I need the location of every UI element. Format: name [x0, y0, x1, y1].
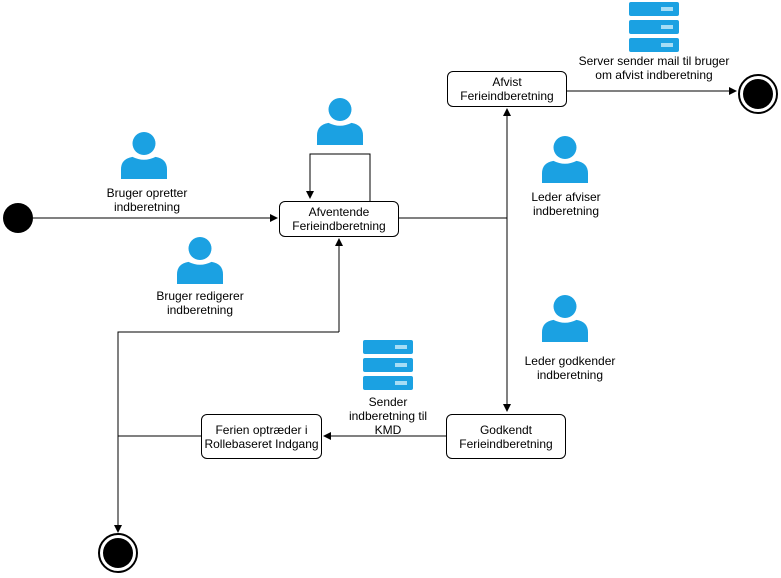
end-node-rejected [738, 74, 778, 114]
user-icon-creates [121, 132, 167, 179]
state-rejected: Afvist Ferieindberetning [447, 71, 567, 107]
label-user-creates: Bruger opretter indberetning [106, 186, 188, 214]
user-icon-manager-rejects [542, 136, 588, 183]
edge-pending-self-loop [306, 153, 371, 201]
state-pending: Afventende Ferieindberetning [279, 201, 399, 237]
state-vacation-shown: Ferien optræder i Rollebaseret Indgang [201, 414, 322, 459]
user-icon-edits [177, 237, 223, 284]
user-icon-manager-approves [542, 295, 588, 342]
label-manager-rejects: Leder afviser indberetning [531, 190, 601, 218]
label-server-mail: Server sender mail til bruger om afvist … [578, 54, 730, 82]
state-approved: Godkendt Ferieindberetning [446, 414, 566, 459]
end-node-approved [98, 533, 138, 573]
server-icon-kmd [363, 340, 413, 390]
start-node [3, 203, 33, 233]
label-send-kmd: Sender indberetning til KMD [348, 395, 428, 437]
user-icon-pending [317, 98, 363, 145]
server-icon-mail [629, 2, 679, 52]
label-user-edits: Bruger redigerer indberetning [156, 289, 244, 317]
label-manager-approves: Leder godkender indberetning [524, 354, 616, 382]
edge-trunk-to-end [114, 331, 339, 533]
